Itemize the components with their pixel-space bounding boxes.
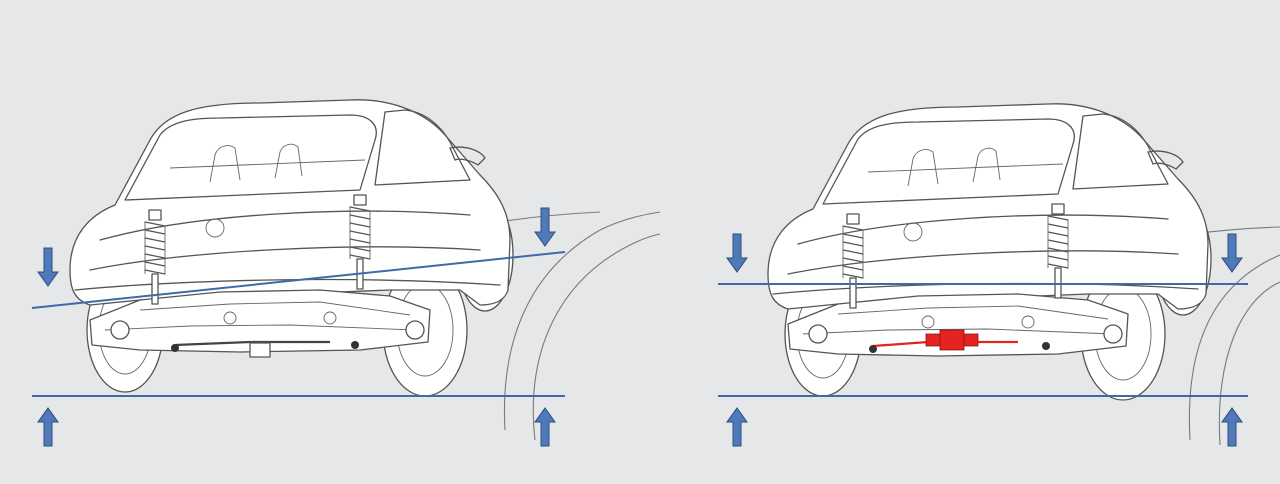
up-arrow-icon bbox=[1221, 407, 1243, 447]
down-arrow-icon bbox=[37, 247, 59, 287]
up-arrow-icon bbox=[37, 407, 59, 447]
down-arrow-icon bbox=[534, 207, 556, 247]
left-panel bbox=[31, 99, 661, 447]
reference-line-tilted bbox=[31, 251, 566, 309]
actuator-icon bbox=[925, 329, 979, 351]
stabilizer-bar bbox=[174, 340, 330, 347]
right-panel bbox=[718, 103, 1280, 447]
car-right bbox=[767, 103, 1212, 401]
down-arrow-icon bbox=[726, 233, 748, 273]
car-left bbox=[69, 99, 514, 397]
road-curve-left bbox=[503, 211, 661, 431]
road-curve-right bbox=[1188, 254, 1280, 441]
road-curve-left-inner bbox=[532, 233, 661, 441]
up-arrow-icon bbox=[726, 407, 748, 447]
road-curve-right-inner bbox=[1218, 281, 1280, 446]
down-arrow-icon bbox=[1221, 233, 1243, 273]
up-arrow-icon bbox=[534, 407, 556, 447]
